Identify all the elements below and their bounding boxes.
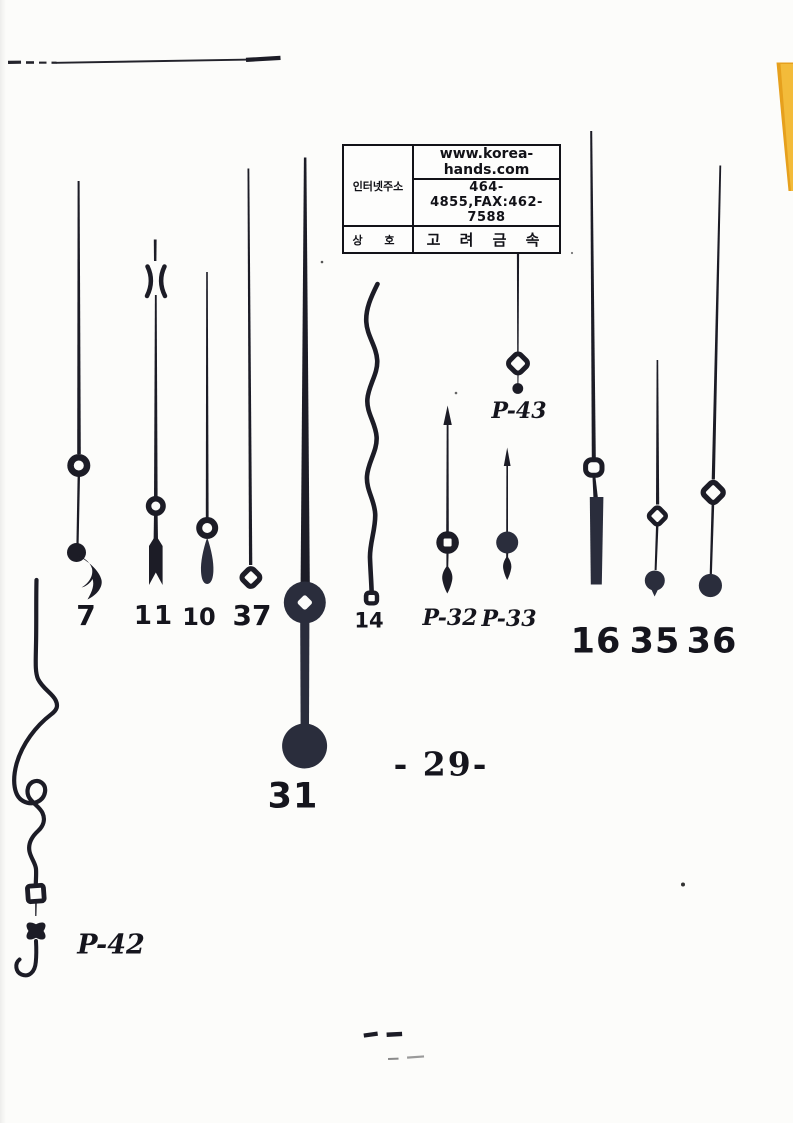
hand-37-figure	[239, 168, 263, 589]
phone-fax: 464-4855,FAX:462-7588	[412, 178, 561, 227]
hand-label-p43: P-43	[491, 398, 547, 424]
hand-36-figure	[698, 165, 726, 598]
hand-14-figure	[363, 281, 380, 606]
hand-35-figure	[644, 360, 668, 597]
hand-label-35: 35	[629, 621, 681, 662]
hand-label-7: 7	[76, 599, 96, 632]
hand-10-figure	[196, 272, 219, 584]
hand-31-figure	[282, 157, 328, 769]
hand-11-figure	[144, 239, 168, 585]
hand-label-14: 14	[354, 608, 384, 633]
hand-p42-figure	[12, 577, 60, 978]
internet-address-label: 인터넷주소	[342, 144, 414, 227]
hand-p33-figure	[496, 447, 519, 580]
hand-label-11: 11	[133, 601, 175, 631]
company-name-label: 상 호	[342, 225, 414, 254]
hand-p32-figure	[436, 405, 459, 594]
hand-label-p32: P-32	[422, 605, 478, 631]
scan-line-artifact	[8, 55, 281, 64]
hand-7-figure	[67, 181, 102, 600]
hand-label-10: 10	[182, 603, 216, 631]
hand-label-16: 16	[570, 621, 622, 662]
hand-label-31: 31	[267, 776, 319, 817]
hand-label-37: 37	[232, 599, 272, 632]
page-number: - 29-	[393, 744, 489, 784]
hand-label-p33: P-33	[481, 606, 537, 632]
hand-label-36: 36	[686, 621, 738, 662]
company-info-box: 인터넷주소 www.korea-hands.com 464-4855,FAX:4…	[342, 144, 561, 254]
scan-specks	[320, 251, 685, 1060]
yellow-corner-wedge	[776, 62, 793, 191]
website-url: www.korea-hands.com	[412, 144, 561, 180]
hand-p43-figure	[506, 251, 530, 394]
hand-label-p42: P-42	[77, 929, 145, 961]
company-name: 고 려 금 속	[412, 225, 561, 254]
hand-16-figure	[583, 131, 605, 585]
